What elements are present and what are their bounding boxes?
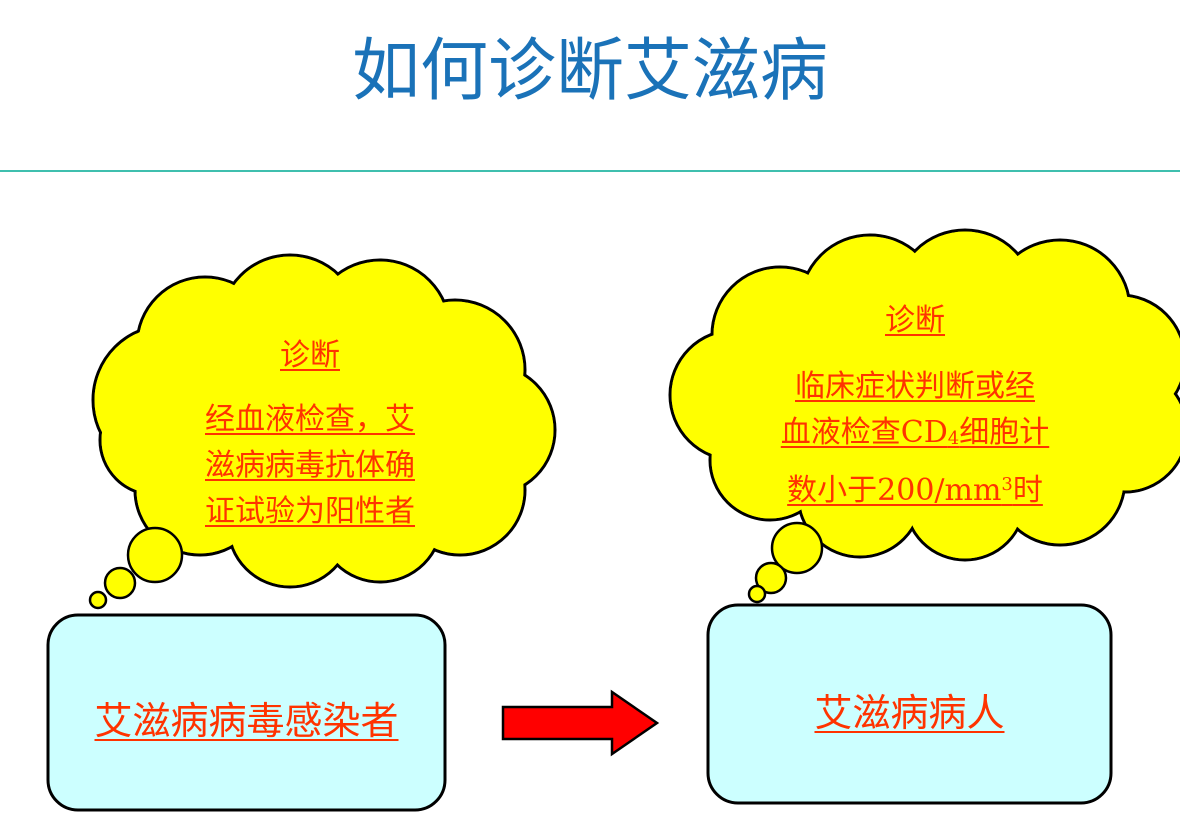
left-cloud-line: 证试验为阳性者 [205, 494, 415, 529]
left-cloud-line: 经血液检查，艾 [205, 402, 415, 437]
title-divider [0, 170, 1180, 172]
page-title: 如何诊断艾滋病 [351, 32, 828, 111]
right-cloud-text: 诊断 临床症状判断或经 血液检查CD4细胞计 数小于200/mm3时 [735, 300, 1095, 514]
right-box-label: 艾滋病病人 [814, 691, 1005, 735]
right-box [706, 603, 1113, 805]
left-cloud-heading: 诊断 [280, 338, 340, 373]
right-cloud-line: 临床症状判断或经 [795, 369, 1035, 404]
right-cloud-heading: 诊断 [885, 303, 945, 338]
left-thought-cloud [88, 253, 557, 610]
right-cloud-line: 血液检查CD4细胞计 [780, 415, 1050, 450]
left-box [46, 613, 447, 812]
left-cloud-text: 诊断 经血液检查，艾 滋病病毒抗体确 证试验为阳性者 [170, 335, 450, 535]
right-thought-cloud [668, 228, 1180, 604]
left-box-label: 艾滋病病毒感染者 [94, 699, 399, 743]
right-cloud-line: 数小于200/mm3时 [787, 473, 1043, 508]
left-cloud-line: 滋病病毒抗体确 [205, 448, 415, 483]
right-arrow-icon [501, 689, 660, 757]
